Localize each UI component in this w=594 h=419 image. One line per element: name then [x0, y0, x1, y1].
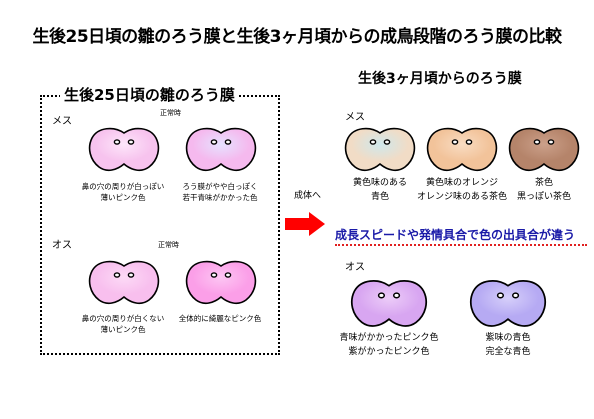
nostril-1	[210, 272, 218, 278]
cere-adult-female-2	[426, 127, 498, 172]
nostril-2	[127, 272, 135, 278]
adult-heading: 生後3ヶ月頃からのろう膜	[358, 71, 522, 87]
adult-female-2-caption: 黄色味のオレンジ オレンジ味のある茶色	[407, 177, 517, 204]
note-underline	[335, 244, 587, 246]
adult-female-3-caption: 茶色 黒っぽい茶色	[489, 177, 594, 204]
cere-body	[185, 260, 257, 305]
caption-line-1: 茶色	[534, 178, 553, 188]
cere-body	[469, 280, 547, 327]
chick-male-2-caption: 全体的に綺麗なピンク色	[165, 313, 275, 324]
caption-line-1: 全体的に綺麗なピンク色	[178, 314, 262, 323]
nostril-2	[224, 139, 232, 145]
cere-body	[344, 127, 416, 172]
caption-line-1: 鼻の穴の周りが白くない	[81, 314, 165, 323]
nostril-2	[393, 292, 401, 299]
chick-male-label: オス	[52, 240, 72, 251]
adult-female-label: メス	[345, 112, 365, 123]
caption-line-2: 青色	[370, 191, 389, 202]
caption-line-2: 薄いピンク色	[100, 193, 146, 203]
cere-adult-female-1	[344, 127, 416, 172]
adult-male-2-caption: 紫味の青色 完全な青色	[451, 332, 565, 359]
cere-body	[426, 127, 498, 172]
nostril-1	[369, 139, 377, 145]
nostril-1	[496, 292, 504, 299]
cere-body	[88, 260, 160, 305]
cere-chick-male-1	[88, 260, 160, 305]
nostril-2	[547, 139, 555, 145]
cere-chick-female-2	[185, 127, 257, 172]
cere-body	[508, 127, 580, 172]
note-text: 成長スピードや発情具合で色の出具合が違う	[335, 228, 576, 242]
caption-line-2: 黒っぽい茶色	[516, 191, 571, 202]
cere-chick-female-1	[88, 127, 160, 172]
cere-chick-male-2	[185, 260, 257, 305]
chick-female-2-caption: ろう膜がやや白っぽく 若干青味がかかった色	[165, 181, 275, 204]
caption-line-1: 鼻の穴の周りが白っぽい	[81, 182, 165, 191]
caption-line-1: 青味がかかったピンク色	[339, 333, 439, 343]
caption-line-2: 若干青味がかかった色	[182, 193, 258, 203]
cere-body	[185, 127, 257, 172]
nostril-1	[533, 139, 541, 145]
caption-line-1: 黄色味のオレンジ	[425, 178, 498, 188]
caption-line-2: 薄いピンク色	[100, 325, 146, 335]
nostril-1	[377, 292, 385, 299]
nostril-1	[210, 139, 218, 145]
caption-line-1: ろう膜がやや白っぽく	[182, 182, 258, 191]
nostril-2	[127, 139, 135, 145]
page-title: 生後25日頃の雛のろう膜と生後3ヶ月頃からの成鳥段階のろう膜の比較	[32, 27, 563, 47]
adult-female-1-caption: 黄色味のある 青色	[325, 177, 435, 204]
nostril-2	[512, 292, 520, 299]
chick-female-1-caption: 鼻の穴の周りが白っぽい 薄いピンク色	[68, 181, 178, 204]
cere-adult-male-2	[469, 280, 547, 327]
chick-female-normal-label: 正常時	[160, 109, 181, 117]
chick-male-normal-label: 正常時	[158, 241, 179, 249]
nostril-2	[465, 139, 473, 145]
arrow-label: 成体へ	[294, 191, 322, 201]
chick-male-1-caption: 鼻の穴の周りが白くない 薄いピンク色	[68, 313, 178, 336]
caption-line-2: 完全な青色	[485, 346, 531, 357]
cere-body	[350, 280, 428, 327]
nostril-1	[113, 139, 121, 145]
caption-line-2: 紫がかったピンク色	[348, 346, 430, 357]
caption-line-2: オレンジ味のある茶色	[416, 191, 507, 202]
caption-line-1: 黄色味のある	[352, 178, 407, 188]
nostril-2	[383, 139, 391, 145]
cere-adult-male-1	[350, 280, 428, 327]
nostril-1	[113, 272, 121, 278]
cere-adult-female-3	[508, 127, 580, 172]
chick-female-label: メス	[52, 116, 72, 127]
chick-heading: 生後25日頃の雛のろう膜	[60, 84, 239, 105]
cere-body	[88, 127, 160, 172]
nostril-2	[224, 272, 232, 278]
adult-male-label: オス	[345, 262, 365, 273]
caption-line-1: 紫味の青色	[485, 333, 531, 343]
adult-male-1-caption: 青味がかかったピンク色 紫がかったピンク色	[332, 332, 446, 359]
nostril-1	[451, 139, 459, 145]
right-arrow-icon	[285, 212, 325, 236]
